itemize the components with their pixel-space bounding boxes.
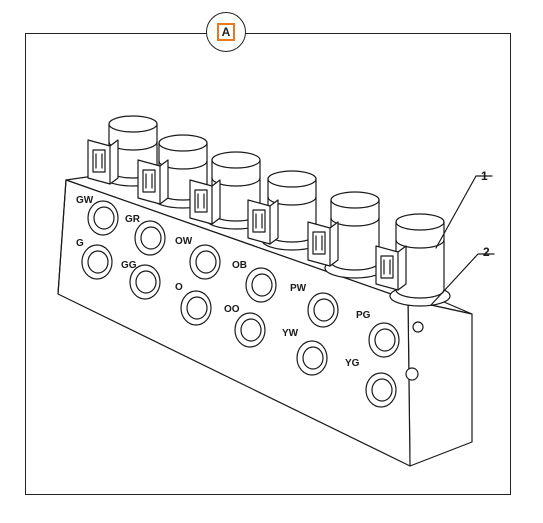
port-label-gw: GW xyxy=(76,195,94,206)
callout-2: 2 xyxy=(430,245,495,306)
manifold-ports xyxy=(81,200,400,408)
solenoid-connector-2 xyxy=(137,159,169,205)
view-badge-label: A xyxy=(217,23,235,41)
view-badge: A xyxy=(206,12,246,52)
diagram-frame xyxy=(25,33,511,495)
solenoid-3 xyxy=(189,151,267,230)
port-8 xyxy=(129,264,161,300)
solenoid-connector-5 xyxy=(307,221,339,267)
port-5 xyxy=(307,292,339,328)
callout-1: 1 xyxy=(435,169,493,249)
port-11 xyxy=(296,340,328,376)
end-face-holes xyxy=(405,321,424,381)
port-label-oo: OO xyxy=(224,304,240,315)
port-label-ow: OW xyxy=(175,236,193,247)
port-10 xyxy=(234,312,266,348)
solenoid-connector-3 xyxy=(189,179,221,225)
port-label-gr: GR xyxy=(125,214,141,225)
port-label-o: O xyxy=(175,282,183,293)
port-9 xyxy=(180,290,212,326)
port-label-pg: PG xyxy=(356,310,371,321)
port-label-pw: PW xyxy=(290,283,307,294)
port-2 xyxy=(134,220,166,256)
port-label-g: G xyxy=(76,238,84,249)
solenoid-valves xyxy=(87,115,451,307)
port-7 xyxy=(81,244,113,280)
solenoid-connector-4 xyxy=(247,199,279,245)
callout-2-label: 2 xyxy=(483,245,490,259)
port-label-ob: OB xyxy=(232,260,247,271)
solenoid-6 xyxy=(375,213,451,307)
port-label-yg: YG xyxy=(345,358,360,369)
solenoid-5 xyxy=(307,191,386,279)
port-1 xyxy=(87,200,119,236)
callout-1-label: 1 xyxy=(481,169,488,183)
port-4 xyxy=(245,267,277,303)
port-12 xyxy=(365,372,397,408)
port-3 xyxy=(189,244,221,280)
port-label-gg: GG xyxy=(121,260,137,271)
port-6 xyxy=(368,322,400,358)
solenoid-connector-6 xyxy=(375,245,407,291)
port-label-yw: YW xyxy=(282,328,299,339)
solenoid-4 xyxy=(247,170,323,251)
solenoid-connector-1 xyxy=(87,139,119,185)
